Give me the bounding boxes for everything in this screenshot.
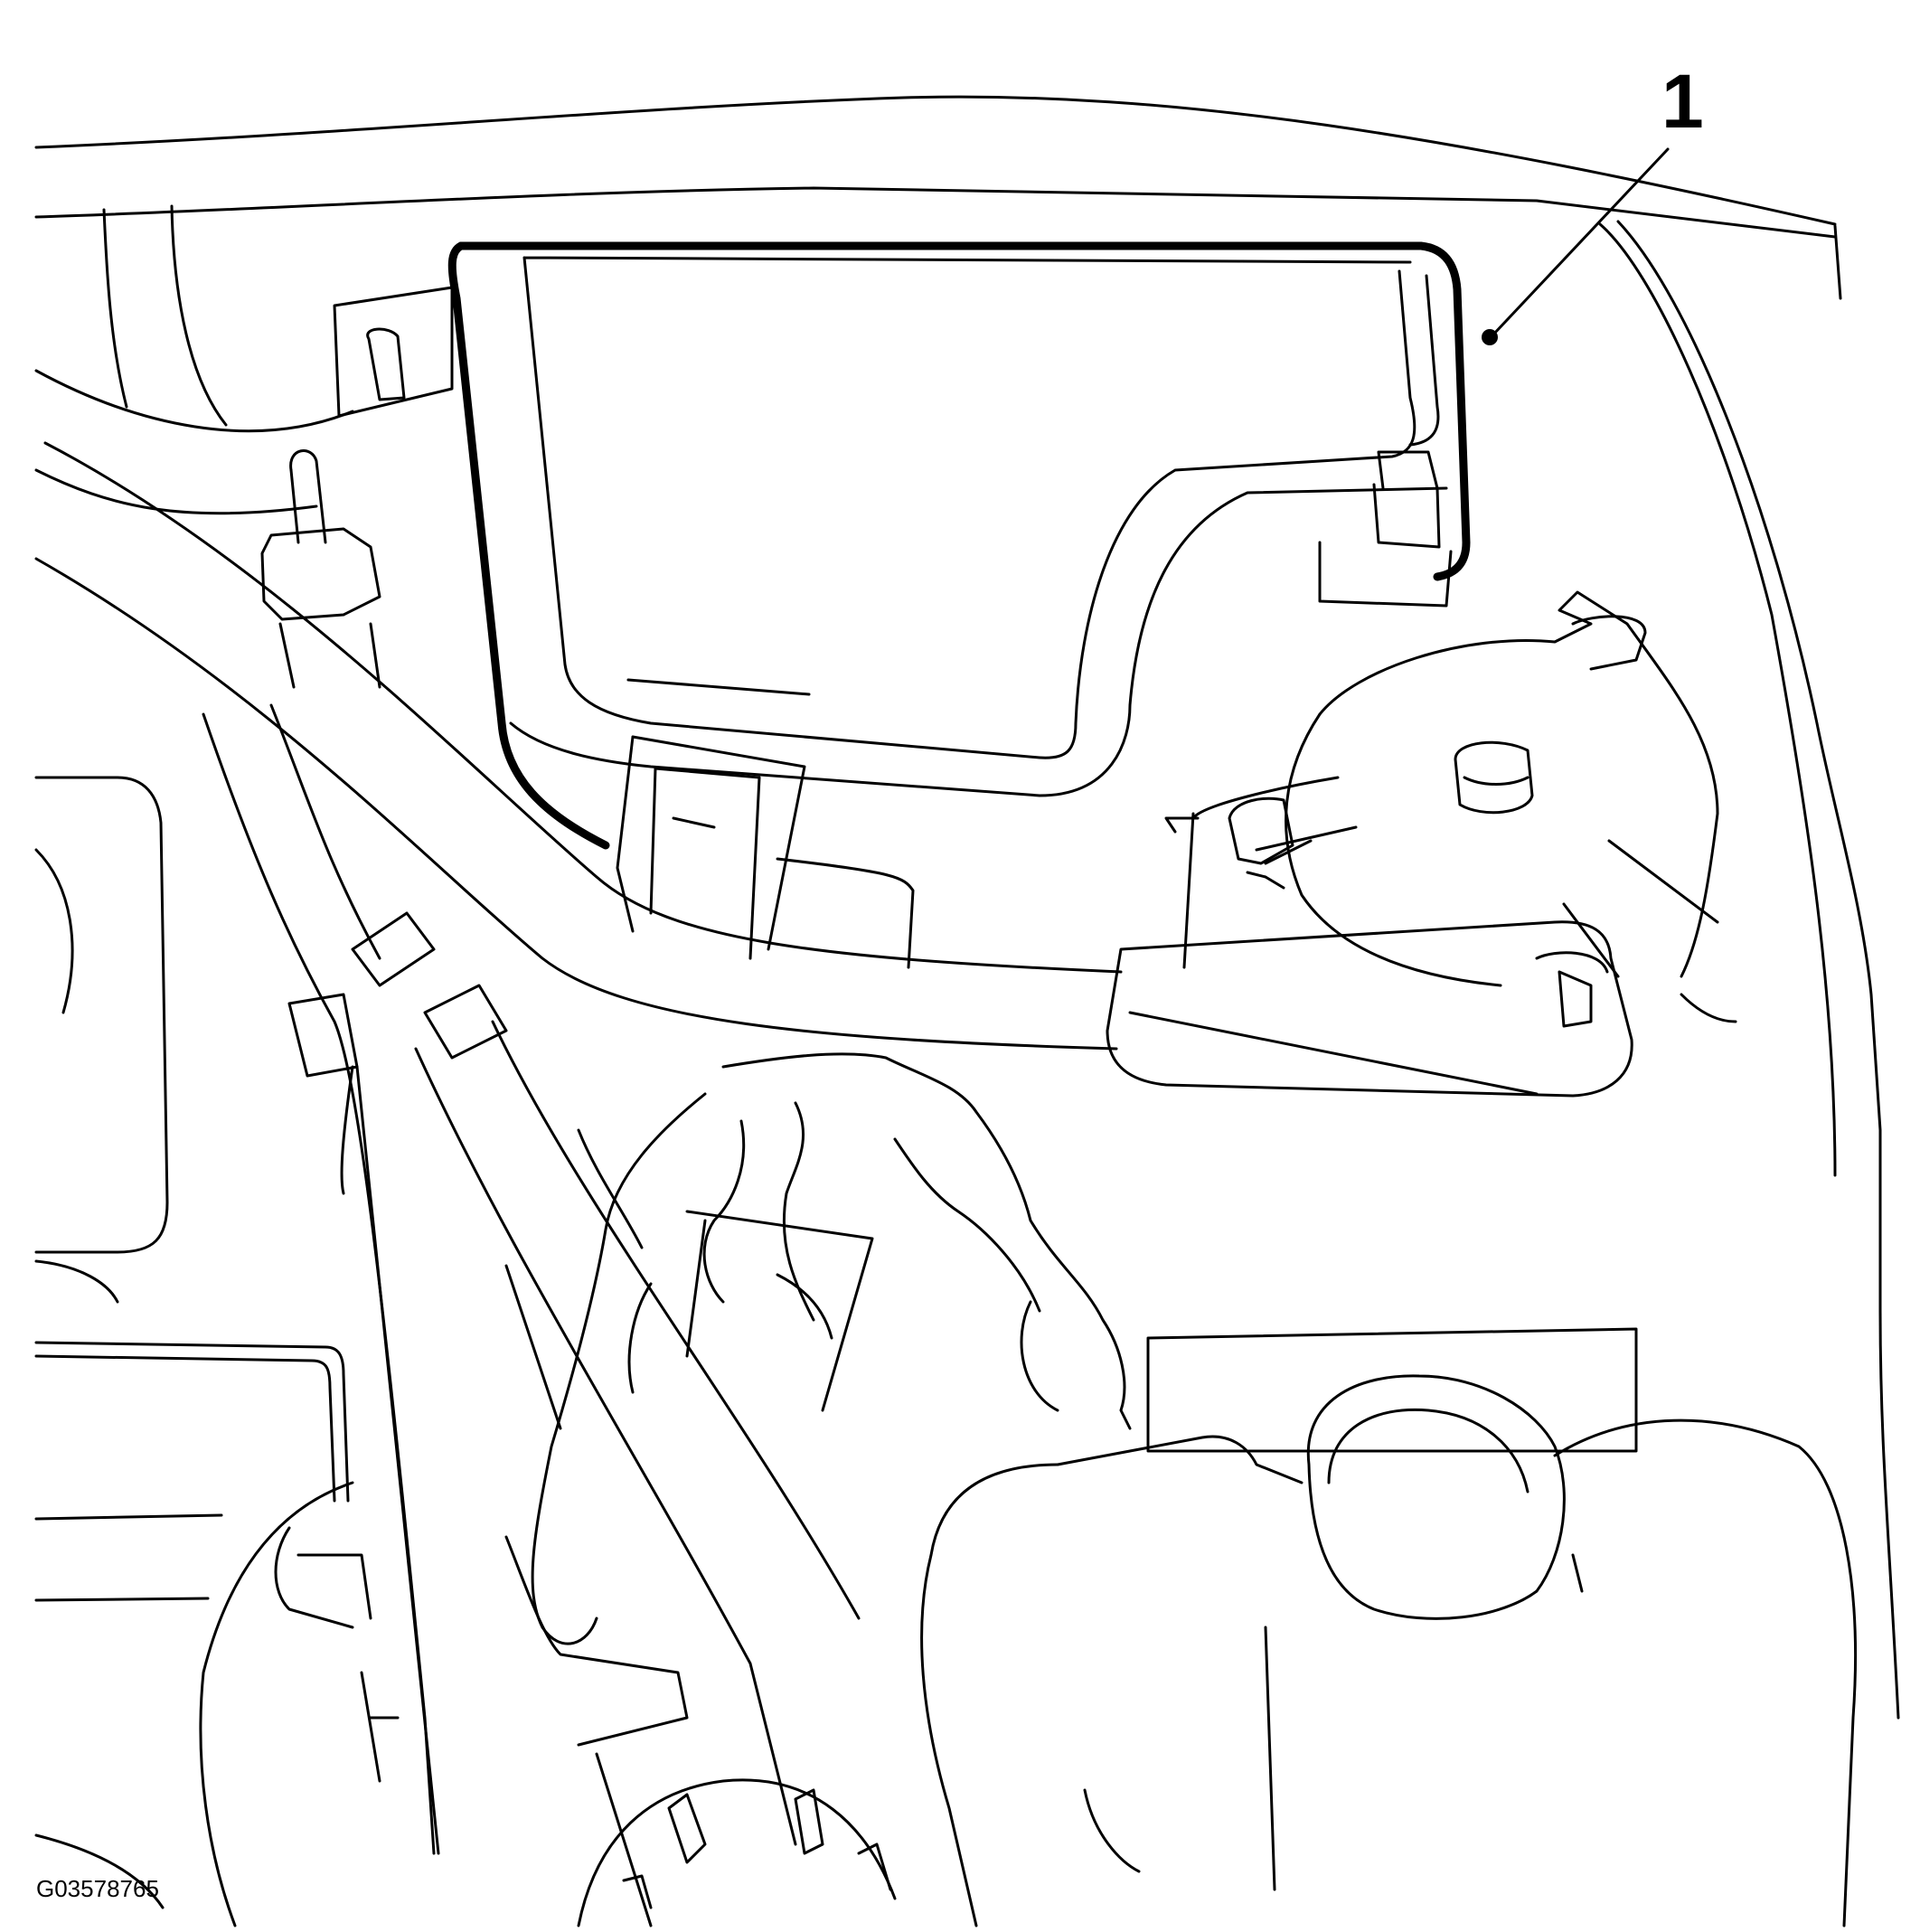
wiring-harness [504,1052,1132,1645]
bracket-clip [616,735,915,969]
callout-dot-1 [1482,329,1498,345]
lower-left-components [34,776,897,1927]
right-fender [1598,220,1900,1720]
right-bracket [1106,776,1633,1098]
figure-id: G03578765 [36,1875,159,1902]
highlighted-component-outline [447,241,1471,850]
diagonal-hoses-lower [202,703,861,1855]
reservoir-tank [920,1327,1857,1927]
diagonal-pipe-upper [34,441,1123,1051]
stud-bolt [260,449,381,689]
component-body [509,256,1453,797]
callout-leader-1 [1482,147,1670,345]
callout-number-1: 1 [1661,59,1704,144]
hood-edge [34,95,1842,300]
round-cap [1285,590,1719,987]
left-strut-tower [34,204,454,515]
